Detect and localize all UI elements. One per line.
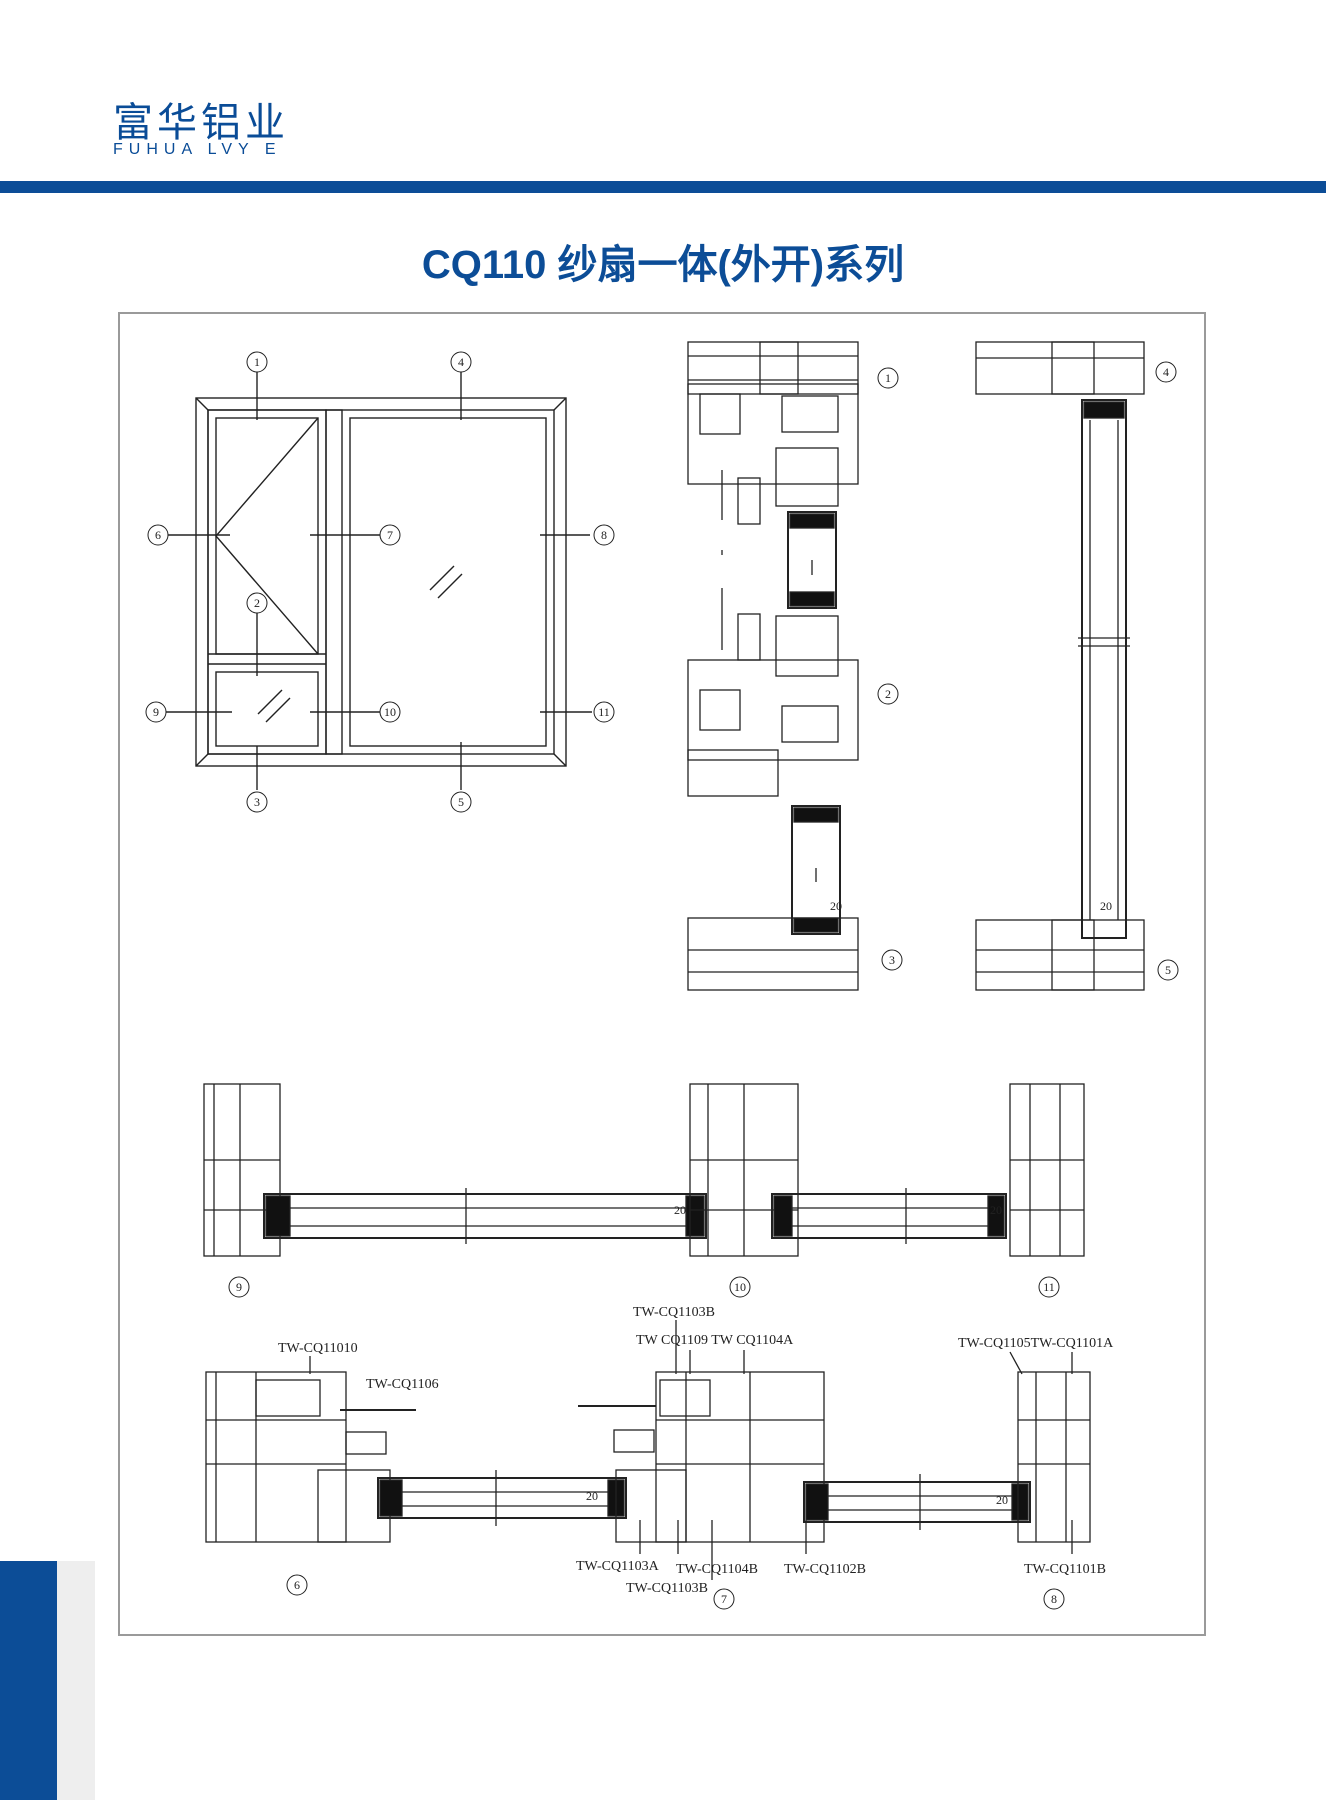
part-label: TW-CQ1106 [366, 1377, 439, 1392]
callout-7: 7 [379, 524, 401, 546]
svg-text:6: 6 [294, 1578, 300, 1592]
svg-text:11: 11 [1043, 1280, 1055, 1294]
svg-text:3: 3 [889, 953, 895, 967]
horizontal-section-upper-callouts: 20 20 9 10 11 [228, 1203, 1060, 1298]
callout-8: 8 [593, 524, 615, 546]
part-label: TW-CQ1103A [576, 1559, 660, 1574]
callout-6: 6 [147, 524, 169, 546]
svg-text:1: 1 [885, 371, 891, 385]
section-callout-2: 2 [877, 683, 899, 705]
part-label: TW-CQ1104B [676, 1562, 758, 1577]
elevation-view [166, 372, 592, 790]
header-bar [0, 181, 1326, 193]
svg-text:10: 10 [734, 1280, 746, 1294]
section-callout-9: 9 [228, 1276, 250, 1298]
section-callout-3: 3 [881, 949, 903, 971]
glass-mark: 20 [1100, 899, 1112, 913]
svg-text:1: 1 [254, 355, 260, 369]
callout-10: 10 [379, 701, 401, 723]
vertical-section-left-callouts: 1 2 3 20 [830, 367, 903, 971]
part-label: TW-CQ1102B [784, 1562, 866, 1577]
vertical-section-right [975, 341, 1145, 991]
svg-text:9: 9 [236, 1280, 242, 1294]
svg-text:8: 8 [601, 528, 607, 542]
callout-11: 11 [593, 701, 615, 723]
svg-text:9: 9 [153, 705, 159, 719]
svg-text:10: 10 [384, 705, 396, 719]
part-label: TW-CQ1101B [1024, 1562, 1106, 1577]
svg-text:6: 6 [155, 528, 161, 542]
svg-text:3: 3 [254, 795, 260, 809]
corner-decoration-blue [0, 1561, 57, 1800]
svg-text:5: 5 [458, 795, 464, 809]
callout-9: 9 [145, 701, 167, 723]
svg-text:8: 8 [1051, 1592, 1057, 1606]
glass-mark: 20 [990, 1203, 1002, 1217]
callout-1: 1 [246, 351, 268, 373]
part-label: TW-CQ1103B [633, 1305, 715, 1320]
horizontal-section-upper [203, 1083, 1085, 1257]
section-callout-11: 11 [1038, 1276, 1060, 1298]
glass-mark: 20 [996, 1493, 1008, 1507]
section-callout-8: 8 [1043, 1588, 1065, 1610]
corner-decoration-grey [57, 1561, 95, 1800]
page-title: CQ110 纱扇一体(外开)系列 [421, 243, 905, 287]
part-label: TW-CQ1103B [626, 1581, 708, 1596]
svg-text:4: 4 [458, 355, 464, 369]
part-label: TW-CQ1105TW-CQ1101A [958, 1336, 1114, 1351]
svg-text:7: 7 [387, 528, 393, 542]
section-callout-1: 1 [877, 367, 899, 389]
logo-chinese: 富华铝业 [113, 101, 289, 145]
svg-text:2: 2 [254, 596, 260, 610]
part-label: TW CQ1109 TW CQ1104A [636, 1333, 794, 1348]
section-callout-5: 5 [1157, 959, 1179, 981]
svg-text:11: 11 [598, 705, 610, 719]
callout-2: 2 [246, 592, 268, 614]
horizontal-section-lower-labels: TW-CQ11010 TW-CQ1106 TW-CQ1103B TW CQ110… [278, 1305, 1114, 1610]
callout-3: 3 [246, 791, 268, 813]
horizontal-section-lower [205, 1320, 1091, 1580]
elevation-callouts: 1 4 6 7 8 2 9 10 11 3 5 [145, 351, 615, 813]
callout-4: 4 [450, 351, 472, 373]
glass-mark: 20 [674, 1203, 686, 1217]
section-callout-10: 10 [729, 1276, 751, 1298]
svg-text:5: 5 [1165, 963, 1171, 977]
svg-text:4: 4 [1163, 365, 1169, 379]
svg-text:7: 7 [721, 1592, 727, 1606]
logo-english: FUHUA LVY E [113, 141, 282, 158]
vertical-section-right-callouts: 4 5 20 [1100, 361, 1179, 981]
section-callout-7: 7 [713, 1588, 735, 1610]
drawing-frame [118, 312, 1206, 1636]
glass-mark: 20 [586, 1489, 598, 1503]
part-label: TW-CQ11010 [278, 1341, 358, 1356]
callout-5: 5 [450, 791, 472, 813]
section-callout-6: 6 [286, 1574, 308, 1596]
glass-mark: 20 [830, 899, 842, 913]
section-callout-4: 4 [1155, 361, 1177, 383]
svg-text:2: 2 [885, 687, 891, 701]
vertical-section-left [687, 341, 859, 991]
